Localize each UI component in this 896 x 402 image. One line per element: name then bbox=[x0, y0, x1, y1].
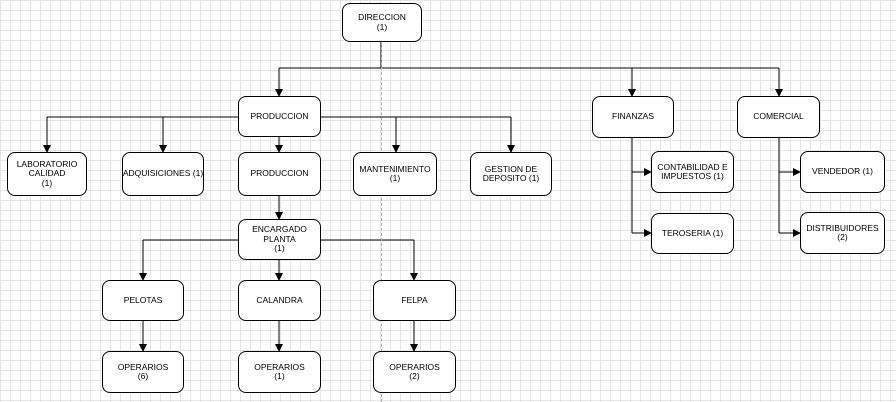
node-label-line2: CALIDAD bbox=[28, 168, 66, 179]
node-label: OPERARIOS bbox=[117, 361, 169, 372]
node-comercial[interactable]: COMERCIAL bbox=[737, 96, 820, 138]
node-label: CALANDRA bbox=[256, 294, 303, 305]
node-direccion[interactable]: DIRECCION (1) bbox=[342, 3, 422, 42]
node-count: (6) bbox=[137, 371, 149, 381]
node-felpa[interactable]: FELPA bbox=[373, 280, 456, 321]
node-label-line2: PLANTA bbox=[263, 233, 296, 244]
node-encargado-planta[interactable]: ENCARGADO PLANTA (1) bbox=[238, 219, 321, 260]
node-label: TEROSERIA (1) bbox=[661, 227, 724, 238]
node-count: (1) bbox=[376, 21, 388, 32]
node-label: VENDEDOR (1) bbox=[812, 166, 873, 177]
node-label: ADQUISICIONES (1) bbox=[122, 168, 204, 179]
node-adquisiciones[interactable]: ADQUISICIONES (1) bbox=[122, 152, 204, 196]
node-label: FINANZAS bbox=[611, 111, 655, 122]
node-label: MANTENIMIENTO bbox=[359, 163, 431, 174]
node-teroseria[interactable]: TEROSERIA (1) bbox=[651, 213, 734, 254]
node-pelotas[interactable]: PELOTAS bbox=[102, 280, 184, 321]
node-label: DISTRIBUIDORES bbox=[806, 222, 879, 233]
node-label: PELOTAS bbox=[123, 294, 163, 305]
node-label: DIRECCION bbox=[358, 12, 406, 23]
node-operarios-calandra[interactable]: OPERARIOS (1) bbox=[238, 351, 321, 393]
node-count: (2) bbox=[837, 232, 848, 242]
node-distribuidores[interactable]: DISTRIBUIDORES (2) bbox=[800, 212, 885, 254]
node-count: (1) bbox=[274, 243, 285, 254]
node-label: COMERCIAL bbox=[753, 111, 804, 122]
node-produccion-sub[interactable]: PRODUCCION bbox=[238, 152, 321, 196]
node-count: (1) bbox=[389, 173, 401, 183]
node-calandra[interactable]: CALANDRA bbox=[238, 280, 321, 321]
node-label: PRODUCCION bbox=[250, 168, 309, 179]
node-count: (1) bbox=[274, 371, 285, 381]
node-operarios-felpa[interactable]: OPERARIOS (2) bbox=[373, 351, 456, 393]
node-gestion-deposito[interactable]: GESTION DE DEPOSITO (1) bbox=[470, 152, 552, 196]
node-contabilidad-impuestos[interactable]: CONTABILIDAD E IMPUESTOS (1) bbox=[651, 151, 734, 193]
node-label-line2: DEPOSITO (1) bbox=[482, 173, 540, 183]
node-label: PRODUCCION bbox=[250, 110, 309, 121]
node-label-line1: CONTABILIDAD E bbox=[657, 161, 728, 172]
node-label-line1: ENCARGADO bbox=[252, 224, 307, 235]
node-label-line1: GESTION DE bbox=[484, 163, 538, 174]
node-mantenimiento[interactable]: MANTENIMIENTO (1) bbox=[353, 152, 437, 196]
node-count: (2) bbox=[409, 371, 420, 381]
node-operarios-pelotas[interactable]: OPERARIOS (6) bbox=[102, 351, 184, 393]
node-label-line2: IMPUESTOS (1) bbox=[661, 171, 724, 181]
node-label: FELPA bbox=[401, 294, 428, 305]
node-finanzas[interactable]: FINANZAS bbox=[592, 96, 674, 138]
node-laboratorio-calidad[interactable]: LABORATORIO CALIDAD (1) bbox=[7, 152, 87, 196]
node-label: OPERARIOS bbox=[389, 361, 440, 372]
node-label: OPERARIOS bbox=[254, 361, 305, 372]
guide-line bbox=[381, 42, 382, 402]
node-produccion[interactable]: PRODUCCION bbox=[238, 96, 321, 137]
node-vendedor[interactable]: VENDEDOR (1) bbox=[800, 151, 885, 193]
node-label-line1: LABORATORIO bbox=[16, 158, 78, 169]
node-count: (1) bbox=[41, 177, 53, 188]
